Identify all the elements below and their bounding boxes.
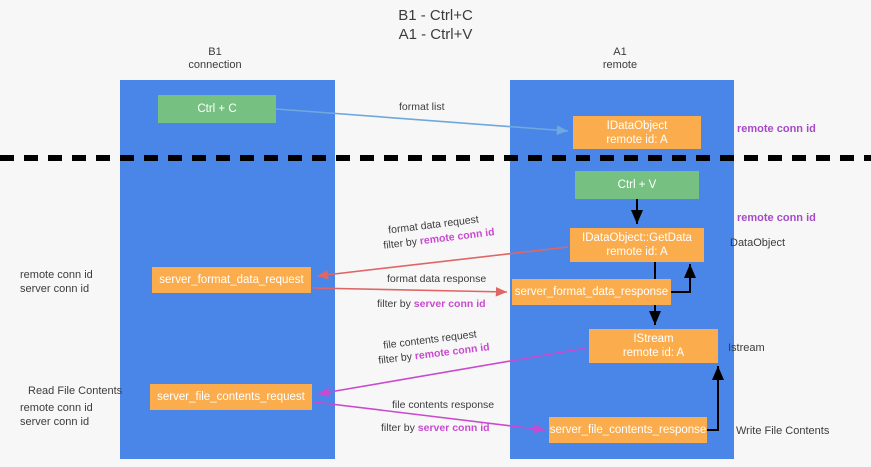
lane-header-b1: B1 connection (155, 46, 275, 72)
box-ctrl-c-label: Ctrl + C (197, 103, 237, 115)
edge-label-file-contents-response-filter: filter by server conn id (381, 422, 490, 435)
box-server-file-contents-response-label: server_file_contents_response (549, 424, 707, 436)
label-left-server-conn-id-2: server conn id (20, 416, 90, 428)
box-getdata-line2: remote id: A (606, 246, 668, 258)
box-idataobject-line1: IDataObject (606, 119, 668, 132)
box-getdata-line1: IDataObject::GetData (582, 232, 692, 244)
lane-header-b1-name: B1 (208, 46, 222, 58)
filter-key-server-conn-id: server conn id (417, 422, 490, 434)
box-ctrl-v[interactable]: Ctrl + V (575, 171, 699, 199)
box-istream-line2: remote id: A (622, 347, 685, 359)
box-ctrl-v-label: Ctrl + V (617, 179, 657, 191)
lane-header-a1: A1 remote (560, 46, 680, 72)
label-dataobject: DataObject (730, 237, 786, 249)
edge-label-format-data-response: format data response (387, 273, 487, 285)
page-title: B1 - Ctrl+C A1 - Ctrl+V (0, 6, 871, 44)
box-ctrl-c[interactable]: Ctrl + C (158, 95, 276, 123)
lane-header-a1-sub: remote (602, 59, 638, 71)
box-istream-line1: IStream (633, 333, 674, 345)
lane-header-a1-name: A1 (613, 46, 627, 58)
box-idataobject[interactable]: IDataObject remote id: A (573, 116, 701, 149)
label-write-file-contents: Write File Contents (736, 425, 830, 437)
lane-header-b1-sub: connection (188, 59, 242, 71)
filter-prefix: filter by (382, 235, 421, 252)
filter-prefix: filter by (377, 350, 416, 367)
label-remote-conn-id-mid: remote conn id (737, 212, 816, 224)
box-idataobject-getdata[interactable]: IDataObject::GetData remote id: A (570, 228, 704, 262)
box-server-format-data-request-label: server_format_data_request (159, 274, 304, 286)
title-line-1: B1 - Ctrl+C (398, 7, 473, 24)
filter-prefix: filter by (381, 422, 418, 434)
label-istream: Istream (728, 342, 765, 354)
label-left-remote-conn-id-2: remote conn id (20, 402, 93, 414)
label-remote-conn-id-top: remote conn id (737, 123, 816, 135)
edge-label-file-contents-response: file contents response (392, 399, 495, 411)
label-left-conn-ids-top: remote conn id server conn id (20, 268, 93, 296)
edge-label-format-data-response-filter: filter by server conn id (377, 298, 486, 311)
title-line-2: A1 - Ctrl+V (398, 26, 473, 43)
box-server-file-contents-response[interactable]: server_file_contents_response (549, 417, 707, 443)
label-read-file-contents: Read File Contents (28, 385, 123, 397)
filter-prefix: filter by (377, 298, 414, 310)
box-server-format-data-request[interactable]: server_format_data_request (152, 267, 311, 293)
label-left-conn-ids-bottom: remote conn id server conn id (20, 401, 93, 429)
box-server-format-data-response-label: server_format_data_response (514, 286, 669, 298)
label-left-server-conn-id: server conn id (20, 283, 90, 295)
label-left-remote-conn-id: remote conn id (20, 269, 93, 281)
section-divider (0, 155, 871, 161)
edge-label-format-list: format list (399, 101, 445, 113)
box-server-file-contents-request[interactable]: server_file_contents_request (150, 384, 312, 410)
box-istream[interactable]: IStream remote id: A (589, 329, 718, 363)
filter-key-server-conn-id: server conn id (413, 298, 486, 310)
box-server-format-data-response[interactable]: server_format_data_response (512, 279, 671, 305)
box-idataobject-line2: remote id: A (606, 133, 668, 146)
box-server-file-contents-request-label: server_file_contents_request (157, 391, 305, 403)
